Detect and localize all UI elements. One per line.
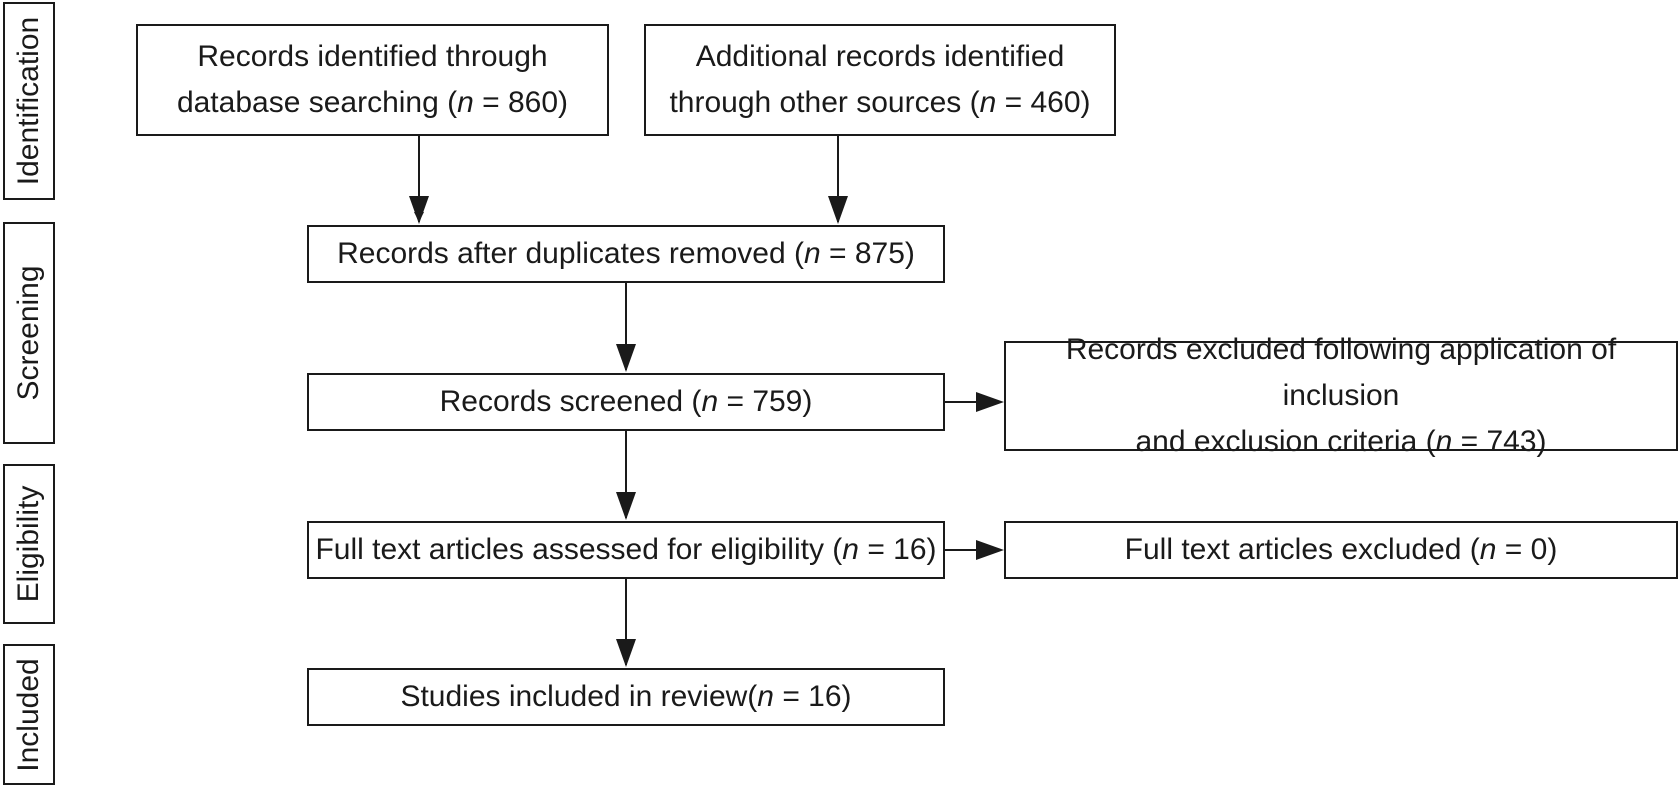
arrowhead-excluded-criteria xyxy=(976,392,1004,412)
arrowhead-fulltext xyxy=(616,492,636,520)
studies-included-text: Studies included in review(n = 16) xyxy=(400,674,851,720)
records-screened-n: n xyxy=(701,385,719,418)
database-n: n xyxy=(457,86,474,119)
stage-screening: Screening xyxy=(3,222,55,444)
database-line2-pre: database searching ( xyxy=(176,86,458,119)
after-duplicates-pre: Records after duplicates removed ( xyxy=(337,237,804,270)
database-line2: database searching (n = 860) xyxy=(177,80,568,126)
stage-identification: Identification xyxy=(3,2,55,200)
full-text-assessed-text: Full text articles assessed for eligibil… xyxy=(315,527,936,573)
excluded-criteria-line2: and exclusion criteria (n = 743) xyxy=(1012,419,1670,465)
box-full-text-excluded: Full text articles excluded (n = 0) xyxy=(1004,521,1678,579)
other-sources-n: n xyxy=(979,86,997,119)
after-duplicates-text: Records after duplicates removed (n = 87… xyxy=(337,231,915,277)
full-text-excluded-count: = 0) xyxy=(1496,533,1558,566)
full-text-assessed-pre: Full text articles assessed for eligibil… xyxy=(315,533,843,566)
excluded-criteria-n: n xyxy=(1435,425,1453,458)
records-screened-pre: Records screened ( xyxy=(439,385,702,418)
excluded-criteria-count: = 743) xyxy=(1452,425,1547,458)
other-sources-line2-pre: through other sources ( xyxy=(669,86,980,119)
stage-included: Included xyxy=(3,644,55,785)
full-text-excluded-n: n xyxy=(1479,533,1497,566)
box-records-excluded-criteria: Records excluded following application o… xyxy=(1004,333,1678,458)
arrowhead-other xyxy=(828,196,848,224)
excluded-criteria-line2-pre: and exclusion criteria ( xyxy=(1135,425,1436,458)
studies-included-count: = 16) xyxy=(773,680,852,713)
database-line1: Records identified through xyxy=(197,40,548,73)
stage-eligibility-label: Eligibility xyxy=(12,485,45,603)
stage-identification-label: Identification xyxy=(12,16,45,186)
full-text-excluded-text: Full text articles excluded (n = 0) xyxy=(1125,527,1558,573)
other-sources-count: = 460) xyxy=(996,86,1091,119)
stage-eligibility: Eligibility xyxy=(3,464,55,624)
box-database-records: Records identified through database sear… xyxy=(136,24,609,136)
arrowhead-fulltext-excluded xyxy=(976,540,1004,560)
box-studies-included: Studies included in review(n = 16) xyxy=(307,668,945,726)
database-count: = 860) xyxy=(473,86,569,119)
excluded-criteria-line1: Records excluded following application o… xyxy=(1065,333,1617,412)
after-duplicates-n: n xyxy=(803,237,821,270)
full-text-assessed-count: = 16) xyxy=(858,533,937,566)
stage-screening-label: Screening xyxy=(12,265,45,401)
full-text-assessed-n: n xyxy=(842,533,859,566)
arrowhead-screened xyxy=(616,344,636,372)
full-text-excluded-pre: Full text articles excluded ( xyxy=(1124,533,1480,566)
arrowhead-included xyxy=(616,639,636,667)
records-screened-text: Records screened (n = 759) xyxy=(440,379,813,425)
studies-included-n: n xyxy=(757,680,774,713)
other-sources-line2: through other sources (n = 460) xyxy=(669,80,1090,126)
records-screened-count: = 759) xyxy=(718,385,813,418)
after-duplicates-count: = 875) xyxy=(820,237,915,270)
other-sources-line1: Additional records identified xyxy=(695,40,1065,73)
box-other-sources: Additional records identified through ot… xyxy=(644,24,1116,136)
stage-included-label: Included xyxy=(12,657,45,772)
box-after-duplicates: Records after duplicates removed (n = 87… xyxy=(307,225,945,283)
box-records-screened: Records screened (n = 759) xyxy=(307,373,945,431)
box-full-text-assessed: Full text articles assessed for eligibil… xyxy=(307,521,945,579)
arrowhead-database xyxy=(409,196,429,224)
studies-included-pre: Studies included in review( xyxy=(400,680,758,713)
